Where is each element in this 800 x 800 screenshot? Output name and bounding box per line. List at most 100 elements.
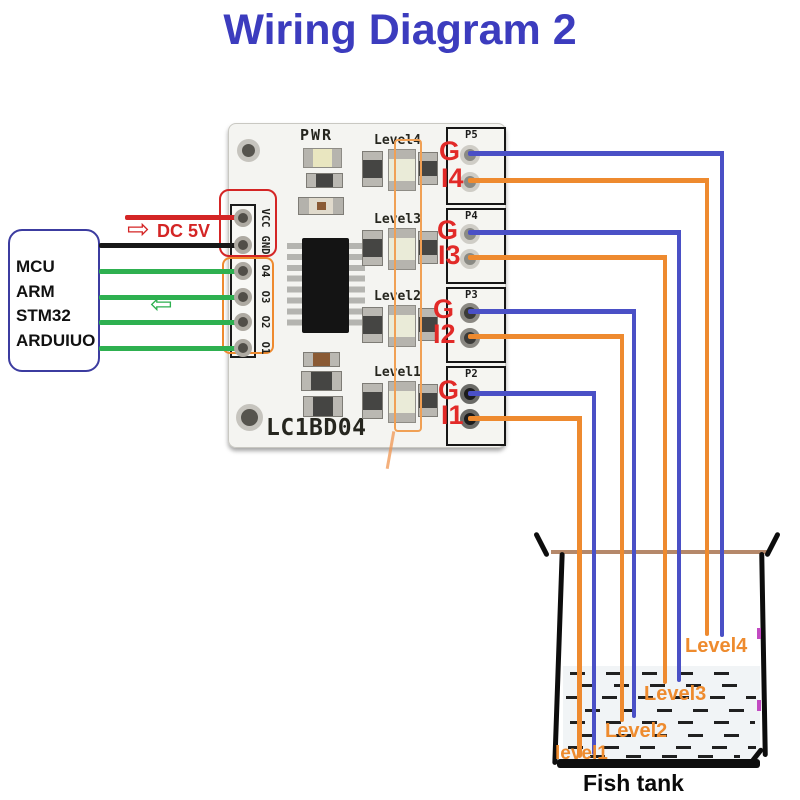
resistor-smd [418, 231, 438, 264]
p3-i2-wire-v [619, 334, 624, 722]
p2-i1-wire-h [468, 416, 582, 421]
level2-silk-label: Level2 [374, 289, 421, 304]
dc5v-arrow-icon: ⇨ [127, 214, 150, 245]
tank-bottom [557, 759, 760, 768]
p5-i4-label: I4 [441, 163, 464, 193]
tank-caption: Fish tank [583, 770, 684, 796]
p3-g-wire-h [468, 309, 636, 314]
resistor-smd [306, 173, 343, 188]
level1-led [388, 381, 416, 423]
o2-pin-hole [234, 313, 252, 331]
gnd-pin-hole [234, 236, 252, 254]
p2-i1-label: I1 [441, 400, 464, 430]
port-p2-label: P2 [465, 368, 478, 380]
signal-direction-arrow-icon: ⇦ [150, 289, 173, 320]
p5-g-label: G [439, 136, 461, 166]
p3-i2-label: I2 [433, 319, 456, 349]
pin-header [230, 204, 256, 358]
o3-pin-hole [234, 288, 252, 306]
mcu-line: ARM [16, 281, 55, 301]
p2-g-wire-v [591, 391, 596, 755]
tank-mark [757, 628, 761, 639]
water-texture-row [585, 709, 745, 712]
resistor-smd [418, 152, 438, 185]
level3-led [388, 228, 416, 270]
p3-g-label: G [433, 294, 455, 324]
resistor-smd [301, 371, 342, 391]
water-texture-row [570, 672, 750, 675]
module-name-label: LC1BD04 [266, 415, 367, 441]
water-texture-row [570, 721, 755, 724]
tank-level2-label: Level2 [605, 720, 668, 742]
level4-group: Level4 [362, 134, 444, 196]
mcu-box: MCU ARM STM32 ARDUIUO [8, 229, 100, 372]
mcu-line: ARDUIUO [16, 330, 96, 350]
pwr-silk-label: PWR [300, 126, 334, 144]
resistor-smd [362, 151, 383, 187]
port-p4: P4 [446, 208, 506, 284]
tank-level4-label: Level4 [685, 635, 748, 657]
water-texture-row [568, 746, 756, 749]
tank-lip-right [764, 531, 781, 558]
p4-g-wire-v [676, 230, 681, 682]
p4-g-wire-h [468, 230, 681, 235]
p4-i3-wire-v [662, 255, 667, 684]
p3-i2-wire-h [468, 334, 624, 339]
level3-group: Level3 [362, 213, 444, 275]
vcc-wire [125, 215, 243, 220]
power-pins-outline [219, 189, 277, 257]
level2-led [388, 305, 416, 347]
resistor-smd [303, 396, 343, 417]
p4-i3-wire-h [468, 255, 667, 260]
port-p4-label: P4 [465, 210, 478, 222]
mounting-hole-bottom [236, 404, 263, 431]
pin-label-o1: O1 [259, 341, 271, 355]
p2-g-wire-h [468, 391, 596, 396]
p5-i4-wire-v [704, 178, 709, 636]
p5-g-wire-v [719, 151, 724, 637]
mcu-line: MCU [16, 257, 55, 276]
led-column-outline [394, 139, 422, 432]
p2-g-label: G [438, 375, 460, 405]
level1-group: Level1 [362, 366, 444, 428]
water-texture-row [566, 696, 756, 699]
ic-pins-left [287, 243, 303, 330]
p4-i3-label: I3 [438, 240, 461, 270]
tank-lip-left [533, 531, 550, 558]
resistor-smd [418, 384, 438, 417]
gnd-wire [99, 243, 243, 248]
o2-wire [99, 320, 243, 325]
o3-wire [99, 295, 243, 300]
resistor-smd [418, 308, 438, 341]
o4-pin-hole [234, 262, 252, 280]
ic-chip [302, 238, 349, 333]
port-p5-label: P5 [465, 129, 478, 141]
level3-silk-label: Level3 [374, 212, 421, 227]
power-led-smd [303, 148, 342, 168]
p4-g-label: G [437, 215, 459, 245]
tank-level1-label: level1 [555, 743, 608, 764]
diode-smd [303, 352, 340, 367]
mounting-hole-top [237, 139, 260, 162]
level1-silk-label: Level1 [374, 365, 421, 380]
p5-i4-wire-h [468, 178, 709, 183]
mcu-line: STM32 [16, 306, 71, 325]
level2-group: Level2 [362, 290, 444, 352]
capacitor-body [317, 202, 326, 210]
level4-led [388, 149, 416, 191]
o1-pin-hole [234, 339, 252, 357]
port-p3-label: P3 [465, 289, 478, 301]
water-texture-row [578, 684, 748, 687]
resistor-smd [362, 383, 383, 419]
tank-mark [757, 700, 761, 711]
o1-wire [99, 346, 243, 351]
tank-level3-label: Level3 [644, 683, 707, 705]
p2-i1-wire-v [577, 416, 582, 758]
resistor-smd [362, 307, 383, 343]
page-title: Wiring Diagram 2 [223, 6, 577, 54]
o4-wire [99, 269, 243, 274]
resistor-smd [362, 230, 383, 266]
vcc-pin-hole [234, 209, 252, 227]
dc5v-label: DC 5V [157, 221, 211, 241]
